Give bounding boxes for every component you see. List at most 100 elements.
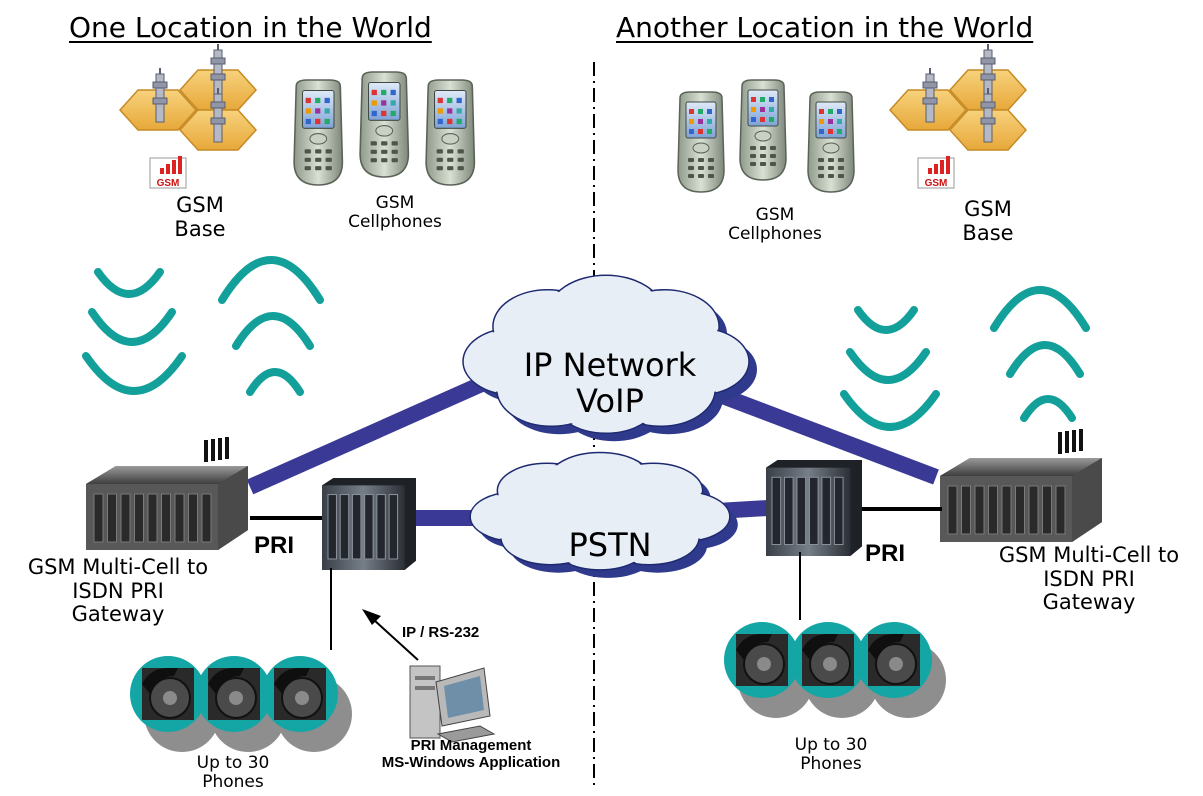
right-gateway-line3: Gateway — [1042, 590, 1136, 615]
right-gsm-gateway — [940, 429, 1102, 542]
right-gsm-base-line2: Base — [962, 220, 1014, 245]
desk-phone-icon — [723, 621, 801, 699]
pbx-card — [388, 494, 399, 560]
signal-bar — [934, 164, 938, 174]
gateway-side — [218, 466, 248, 550]
right-cellphones-line2: Cellphones — [728, 224, 822, 245]
gsm-badge-text: GSM — [157, 178, 180, 189]
cloud-fill — [518, 470, 682, 558]
pbx-card — [796, 476, 807, 545]
radio-wave — [232, 312, 314, 350]
mgmt-app-line2: MS-Windows Application — [381, 753, 561, 771]
right-gateway-line2: ISDN PRI — [1043, 566, 1135, 591]
left-phones-line1: Up to 30 — [196, 753, 270, 773]
cloud-fill — [516, 298, 696, 418]
pstn-cloud — [469, 451, 738, 578]
desk-phone-icon — [261, 655, 339, 733]
radio-wave — [840, 390, 940, 431]
radio-wave — [846, 348, 930, 384]
right-gateway-line1: GSM Multi-Cell to — [998, 543, 1180, 567]
cellphone-icon — [739, 79, 787, 181]
pbx-card — [808, 476, 819, 545]
pbx-card — [376, 494, 386, 560]
gateway-top — [86, 466, 248, 484]
left-gsm-base-line2: Base — [174, 216, 226, 241]
pstn-cloud-label: PSTN — [568, 526, 652, 564]
radio-wave — [854, 306, 918, 334]
right-gateway-label: GSM Multi-Cell to ISDN PRI Gateway — [976, 543, 1202, 615]
signal-bar — [946, 156, 950, 174]
mgmt-app-label: PRI Management MS-Windows Application — [360, 737, 582, 772]
left-pbx — [322, 478, 416, 570]
gateway-slot — [947, 485, 958, 535]
signal-bar — [928, 168, 932, 174]
pbx-card — [364, 494, 374, 560]
desk-phone-icon — [855, 621, 933, 699]
left-gsm-base-label: GSM Base — [160, 193, 240, 241]
right-gsm-badge: GSM — [917, 156, 955, 189]
right-gsm-base-line1: GSM — [964, 197, 1012, 221]
left-gsm-base-line1: GSM — [176, 193, 224, 217]
link-right-gateway-ip — [709, 384, 939, 485]
gsm-badge-text: GSM — [925, 178, 948, 189]
signal-bar — [160, 168, 164, 174]
gateway-slot — [961, 485, 971, 535]
right-pri-label: PRI — [865, 540, 906, 567]
right-phone-group — [723, 621, 946, 718]
left-cellphones-label: GSM Cellphones — [322, 193, 468, 232]
left-phone-group — [129, 655, 352, 752]
gateway-slot — [93, 493, 104, 543]
mgmt-arrow-head — [362, 609, 381, 625]
right-gsm-base-label: GSM Base — [948, 197, 1028, 245]
gateway-slot — [1028, 485, 1039, 535]
signal-bar — [172, 160, 176, 174]
left-gsm-gateway — [86, 437, 248, 550]
radio-wave — [1006, 341, 1084, 378]
gateway-slot — [1042, 485, 1052, 535]
mgmt-arrow-line — [373, 619, 419, 661]
pbx-card — [821, 476, 832, 545]
gateway-slot — [988, 485, 998, 535]
cellphone-icon — [807, 91, 855, 193]
gateway-slot — [107, 493, 117, 543]
radio-wave — [246, 368, 304, 396]
ip-network-line2: VoIP — [576, 381, 644, 420]
left-gateway-line3: Gateway — [71, 602, 165, 627]
right-phones-label: Up to 30 Phones — [766, 735, 896, 775]
radio-wave — [1020, 395, 1076, 422]
right-phones-line1: Up to 30 — [794, 735, 868, 755]
computer-icon — [409, 665, 496, 743]
signal-bar — [940, 160, 944, 174]
pbx-card — [339, 494, 350, 560]
right-pbx — [766, 460, 862, 556]
right-phones-line2: Phones — [800, 754, 862, 775]
gateway-slot — [1055, 485, 1066, 535]
right-cellphones-line1: GSM — [755, 205, 795, 225]
cellphone-icon — [293, 79, 344, 186]
ip-network-cloud-label: IP Network VoIP — [490, 347, 730, 420]
desk-phone-icon — [789, 621, 867, 699]
left-phones-label: Up to 30 Phones — [168, 753, 298, 793]
left-phones-line2: Phones — [202, 772, 264, 793]
left-pri-label: PRI — [254, 532, 295, 559]
pbx-card — [771, 476, 782, 545]
signal-bar — [166, 164, 170, 174]
gateway-slot — [1001, 485, 1012, 535]
radio-wave — [94, 268, 164, 298]
pbx-card — [351, 494, 362, 560]
gateway-slot — [134, 493, 144, 543]
gateway-slot — [974, 485, 985, 535]
left-gateway-line2: ISDN PRI — [72, 578, 164, 603]
right-gsm-base-cells — [888, 43, 1028, 151]
pbx-card — [783, 476, 794, 545]
radio-wave — [88, 308, 176, 346]
cellphone-icon — [425, 79, 476, 186]
desk-phone-icon — [129, 655, 207, 733]
left-location-title: One Location in the World — [69, 11, 432, 44]
signal-bar — [178, 156, 182, 174]
radio-wave — [82, 352, 186, 395]
gateway-slot — [120, 493, 131, 543]
left-gateway-label: GSM Multi-Cell to ISDN PRI Gateway — [4, 555, 232, 627]
right-location-title: Another Location in the World — [616, 11, 1034, 44]
